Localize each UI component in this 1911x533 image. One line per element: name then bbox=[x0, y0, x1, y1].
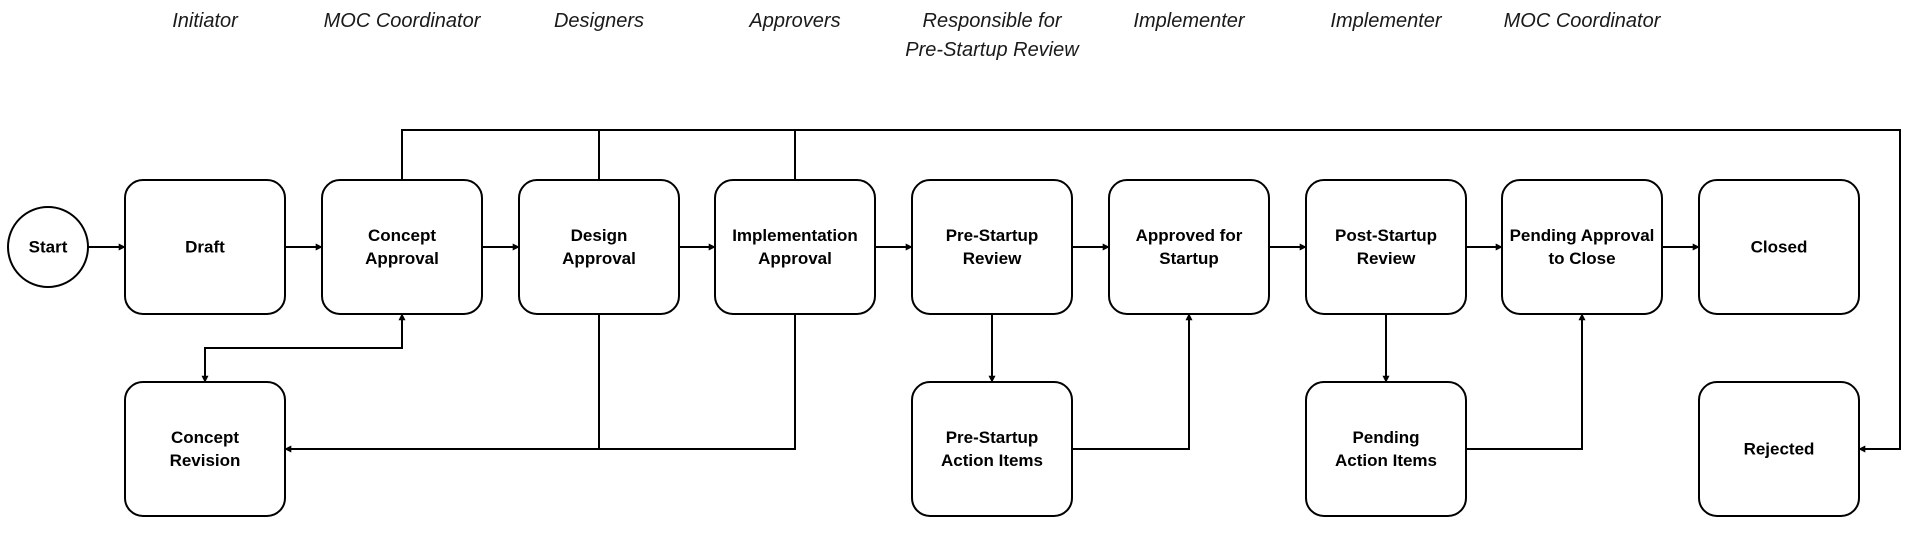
state-box bbox=[911, 381, 1073, 517]
state-box bbox=[518, 179, 680, 315]
state-pending-approval-to-close[interactable]: Pending Approval to Close bbox=[1501, 179, 1663, 315]
state-label: Rejected bbox=[1744, 440, 1815, 459]
state-box bbox=[124, 381, 286, 517]
state-box bbox=[1698, 179, 1860, 315]
role-label: Implementer bbox=[1330, 10, 1442, 32]
state-box bbox=[321, 179, 483, 315]
state-label: Approval bbox=[365, 249, 439, 268]
state-closed[interactable]: Closed bbox=[1698, 179, 1860, 315]
state-label: Approval bbox=[758, 249, 832, 268]
state-label: Concept bbox=[368, 226, 436, 245]
connector-arrow bbox=[401, 129, 1901, 453]
state-label: Action Items bbox=[941, 451, 1043, 470]
state-label: Pre-Startup bbox=[946, 428, 1039, 447]
state-label: Review bbox=[1357, 249, 1416, 268]
state-label: to Close bbox=[1548, 249, 1615, 268]
state-label: Pending Approval bbox=[1510, 226, 1655, 245]
start-circle bbox=[7, 206, 89, 288]
connector-arrow bbox=[1466, 313, 1586, 450]
start-node[interactable]: Start bbox=[7, 206, 89, 288]
role-label: Designers bbox=[554, 10, 644, 32]
role-label: MOC Coordinator bbox=[324, 10, 482, 32]
state-label: Action Items bbox=[1335, 451, 1437, 470]
role-label: Initiator bbox=[172, 10, 239, 32]
state-rejected[interactable]: Rejected bbox=[1698, 381, 1860, 517]
state-label: Revision bbox=[170, 451, 241, 470]
role-label: Responsible for bbox=[923, 10, 1063, 32]
state-label: Pending bbox=[1352, 428, 1419, 447]
state-box bbox=[714, 179, 876, 315]
state-label: Startup bbox=[1159, 249, 1219, 268]
role-label: Approvers bbox=[748, 10, 840, 32]
role-label: MOC Coordinator bbox=[1504, 10, 1662, 32]
connector-arrow bbox=[201, 313, 406, 383]
state-label: Closed bbox=[1751, 238, 1808, 257]
state-box bbox=[124, 179, 286, 315]
role-label: Pre-Startup Review bbox=[905, 39, 1080, 61]
role-label: Implementer bbox=[1133, 10, 1245, 32]
state-box bbox=[1501, 179, 1663, 315]
state-label: Post-Startup bbox=[1335, 226, 1437, 245]
state-label: Approval bbox=[562, 249, 636, 268]
state-label: Concept bbox=[171, 428, 239, 447]
state-box bbox=[1108, 179, 1270, 315]
state-label: Implementation bbox=[732, 226, 858, 245]
state-label: Review bbox=[963, 249, 1022, 268]
connector-arrow bbox=[284, 314, 796, 453]
state-box bbox=[1698, 381, 1860, 517]
state-box bbox=[1305, 381, 1467, 517]
state-draft[interactable]: Draft bbox=[124, 179, 286, 315]
connector-arrow bbox=[1072, 313, 1193, 450]
state-box bbox=[1305, 179, 1467, 315]
state-label: Approved for bbox=[1136, 226, 1243, 245]
state-label: Design bbox=[571, 226, 628, 245]
state-box bbox=[911, 179, 1073, 315]
start-label: Start bbox=[29, 238, 68, 257]
state-label: Pre-Startup bbox=[946, 226, 1039, 245]
state-label: Draft bbox=[185, 238, 225, 257]
